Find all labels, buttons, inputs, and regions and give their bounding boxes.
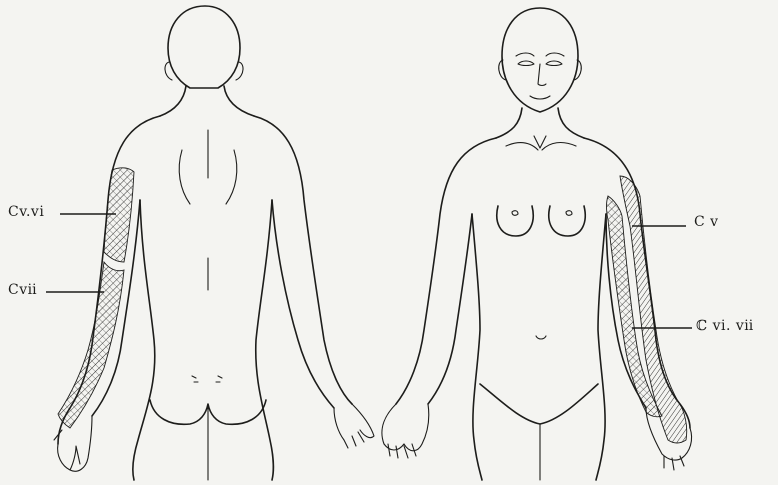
front-neck-notch bbox=[534, 136, 546, 148]
front-brow-left bbox=[516, 53, 534, 56]
back-right-hand bbox=[334, 404, 374, 448]
back-dimple-right bbox=[216, 376, 222, 382]
front-torso-left bbox=[472, 214, 482, 480]
front-eye-left bbox=[518, 61, 534, 66]
front-nipple-left bbox=[512, 211, 518, 216]
back-dimple-left bbox=[192, 376, 198, 382]
front-view-figure bbox=[382, 8, 692, 480]
front-neck-left bbox=[496, 108, 522, 138]
back-head bbox=[168, 6, 240, 88]
front-nose bbox=[538, 64, 546, 86]
front-left-hand bbox=[382, 404, 429, 458]
label-front-lower: ℂ vi. vⅱ bbox=[696, 318, 754, 334]
back-dermatome-c5-c6 bbox=[104, 168, 134, 262]
front-neck-right bbox=[558, 108, 584, 138]
label-back-lower: Cvⅱ bbox=[8, 282, 37, 298]
back-right-inner-arm bbox=[272, 200, 334, 408]
front-eye-right bbox=[546, 61, 562, 66]
label-front-upper: C v bbox=[694, 214, 719, 230]
front-mouth bbox=[530, 96, 550, 99]
front-left-inner-arm bbox=[428, 214, 472, 404]
front-head bbox=[502, 8, 578, 112]
front-breast-right bbox=[549, 206, 585, 236]
back-neck-left bbox=[160, 86, 186, 116]
front-nipple-right bbox=[566, 211, 572, 216]
back-dermatome-c7 bbox=[58, 262, 124, 428]
back-torso-right bbox=[256, 200, 274, 480]
front-navel bbox=[536, 336, 546, 339]
front-pelvis bbox=[480, 384, 598, 424]
back-neck-right bbox=[224, 86, 254, 116]
back-view-figure bbox=[54, 6, 374, 480]
front-left-shoulder-arm bbox=[396, 138, 496, 404]
back-right-shoulder-arm bbox=[254, 116, 352, 404]
back-scapula-right bbox=[226, 150, 237, 204]
back-scapula-left bbox=[179, 150, 190, 204]
front-brow-right bbox=[546, 53, 564, 56]
label-back-upper: Cv.vi bbox=[8, 204, 44, 220]
front-torso-right bbox=[596, 214, 606, 480]
